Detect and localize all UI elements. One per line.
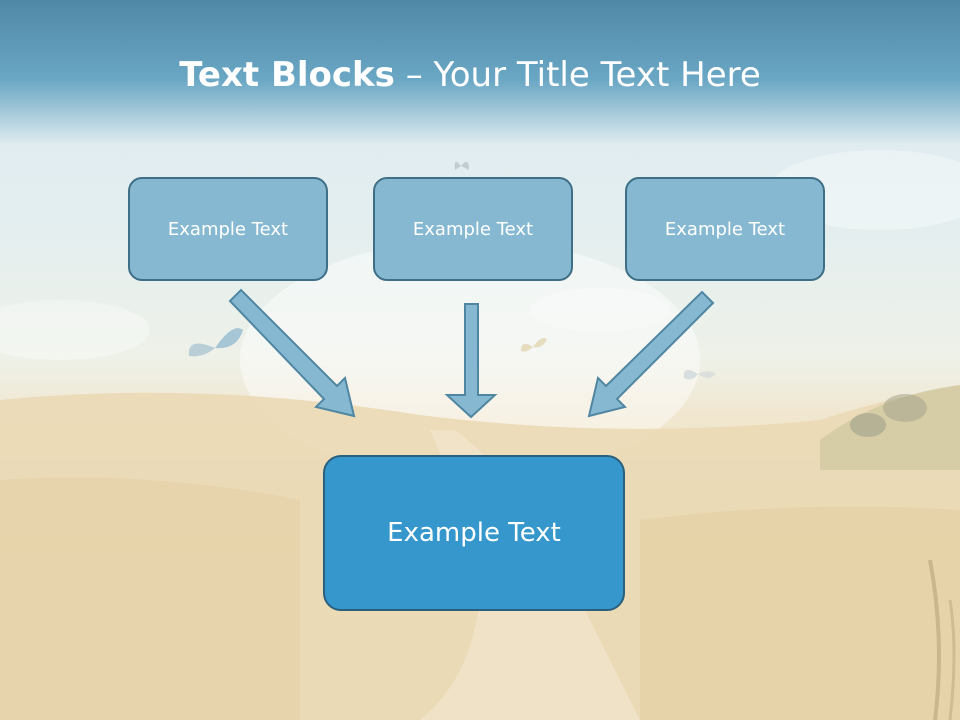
grass-stem: [948, 599, 956, 720]
title-rest: – Your Title Text Here: [394, 55, 761, 95]
grass-stem: [928, 559, 941, 720]
text-block-left: Example Text: [128, 177, 328, 281]
title-bold: Text Blocks: [179, 55, 395, 95]
butterfly-icon: [188, 328, 243, 357]
arrow-center-down: [444, 303, 498, 419]
butterfly-icon: [454, 161, 469, 170]
tree: [883, 394, 927, 422]
text-block-main: Example Text: [323, 455, 625, 611]
slide-title: Text Blocks – Your Title Text Here: [0, 55, 940, 95]
title-band: [0, 0, 960, 145]
tree: [850, 413, 886, 437]
grass: [0, 477, 300, 720]
text-block-main-label: Example Text: [387, 518, 561, 548]
text-block-right-label: Example Text: [664, 218, 786, 240]
butterfly-icon: [683, 369, 716, 380]
text-block-center-label: Example Text: [412, 218, 534, 240]
text-block-center: Example Text: [373, 177, 573, 281]
arrow-left-diagonal: [228, 288, 356, 418]
text-block-right: Example Text: [625, 177, 825, 281]
text-block-left-label: Example Text: [167, 218, 289, 240]
cloud: [530, 288, 670, 332]
arrow-right-diagonal: [587, 290, 715, 418]
grass: [640, 506, 960, 720]
cloud: [0, 300, 150, 360]
butterfly-icon: [521, 338, 547, 352]
